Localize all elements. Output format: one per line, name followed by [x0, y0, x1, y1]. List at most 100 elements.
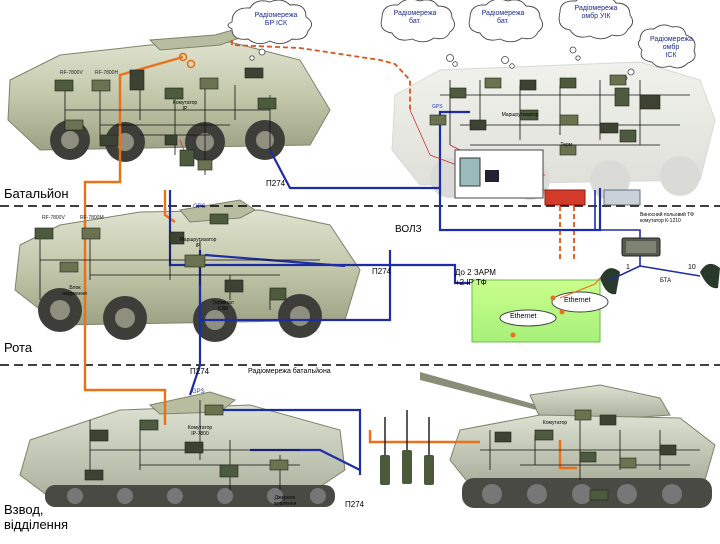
equipment-box	[64, 119, 84, 131]
ethernet-cloud-2	[551, 291, 609, 313]
link-label-num-10: 10	[688, 264, 696, 271]
cloud-ombr-isk	[637, 24, 696, 69]
equipment-box	[179, 149, 195, 167]
link-label-vols: ВОЛЗ	[395, 224, 422, 235]
equipment-box	[659, 444, 677, 456]
equipment-box	[534, 429, 554, 441]
link-label-p274-b: П274	[372, 267, 392, 276]
equipment-box	[139, 419, 159, 431]
equipment-box	[164, 87, 184, 100]
equipment-box	[84, 469, 104, 481]
control-panel-display	[485, 170, 499, 182]
cloud-text-ombr-uik: Радіомережа омбр УІК	[574, 5, 618, 20]
equipment-box	[184, 254, 206, 268]
cloud-bat-1	[380, 0, 455, 43]
cloud-text-brigade-radio: Радіомережа БР ІСК	[254, 12, 298, 27]
equipment-box	[219, 464, 239, 478]
equipment-box	[244, 67, 264, 79]
device-label-7: Терм.	[560, 142, 574, 148]
radio-label-3: RF-7800V	[42, 215, 65, 221]
equipment-box	[224, 279, 244, 293]
equipment-box	[429, 114, 447, 126]
radio-links	[83, 55, 577, 470]
equipment-box	[204, 404, 224, 416]
radio-label-4: RF-7800M	[80, 215, 104, 221]
equipment-box	[494, 431, 512, 443]
equipment-box	[81, 227, 101, 240]
equipment-box	[164, 134, 178, 146]
equipment-box	[59, 261, 79, 273]
equipment-box	[54, 79, 74, 92]
gps-label-brigade: GPS	[432, 104, 443, 110]
equipment-box	[619, 129, 637, 143]
link-label-num-1: 1	[626, 264, 630, 271]
equipment-box	[599, 122, 619, 134]
equipment-box	[209, 213, 229, 225]
field-phones	[600, 263, 720, 295]
equipment-box	[484, 77, 502, 89]
equipment-box	[614, 87, 630, 107]
device-label-9: Джерело живлення	[273, 495, 297, 507]
cloud-ombr-uik	[558, 0, 633, 40]
equipment-box	[619, 457, 637, 469]
link-label-remote-switch: Виносний польовий ТФ комутатор К-1210	[640, 212, 694, 224]
equipment-box	[559, 77, 577, 89]
link-label-p274-d: П274	[345, 500, 365, 509]
lan-nodes	[510, 295, 565, 338]
link-label-bta: БТА	[660, 278, 672, 284]
cloud-text-bat-1: Радіомережа бат.	[393, 10, 437, 25]
tier-label-platoon: Взвод, відділення	[4, 502, 69, 532]
equipment-box	[269, 287, 287, 301]
equipment-box	[519, 109, 539, 121]
equipment-box	[469, 119, 487, 131]
cloud-text-bat-2: Радіомережа бат.	[481, 10, 525, 25]
link-label-ethernet-2: Ethernet	[564, 297, 591, 304]
radio-clouds	[227, 0, 696, 69]
equipment-box	[589, 489, 609, 501]
equipment-box	[609, 74, 627, 86]
equipment-box	[639, 94, 661, 110]
gps-label-company: GPS	[193, 204, 206, 210]
equipment-box	[197, 159, 213, 171]
equipment-box	[169, 231, 185, 245]
link-label-bat-radio-net: Радіомережа батальйона	[248, 368, 331, 375]
remote-switch-panel	[626, 241, 656, 253]
equipment-box	[579, 451, 597, 463]
cloud-bubbles	[249, 46, 635, 81]
lan-links	[559, 277, 601, 299]
equipment-box	[449, 87, 467, 99]
link-label-arm: До 2 ЗАРМ +2 IP ТФ	[455, 268, 496, 287]
equipment-box	[91, 79, 111, 92]
equipment-box	[257, 97, 277, 110]
link-label-p274-c: П274	[190, 367, 210, 376]
fiber-box	[603, 189, 641, 206]
device-label-6: Маршрутизатор	[501, 112, 539, 118]
cloud-text-ombr-isk: Радіомережа омбр ІСК	[650, 36, 693, 59]
equipment-box	[574, 409, 592, 421]
device-label-2: Маршрутизатор IP	[179, 237, 217, 249]
radio-label-1: RF-7800V	[60, 70, 83, 76]
tier-label-company: Рота	[4, 340, 33, 355]
cloud-bat-2	[468, 0, 543, 43]
device-label-8: Комутатор	[542, 420, 568, 426]
equipment-box	[34, 227, 54, 240]
router-red-box	[544, 189, 586, 206]
link-label-ethernet-1: Ethernet	[510, 313, 537, 320]
device-label-5: Блок керування	[63, 285, 87, 297]
link-label-p274-a: П274	[266, 179, 286, 188]
gps-label-platoon: GPS	[192, 389, 205, 395]
equipment-box	[559, 144, 577, 156]
tier-label-battalion: Батальйон	[4, 186, 69, 201]
brigade-links	[231, 40, 575, 262]
equipment-box	[199, 77, 219, 90]
equipment-box	[559, 114, 579, 126]
ethernet-cloud-1	[499, 309, 557, 327]
tank-platoon-vehicle	[420, 372, 716, 508]
device-label-3: Термінал КЗМ	[212, 300, 234, 312]
equipment-box	[519, 79, 537, 91]
equipment-box	[269, 459, 289, 471]
equipment-box	[99, 134, 119, 147]
equipment-box	[184, 441, 204, 454]
